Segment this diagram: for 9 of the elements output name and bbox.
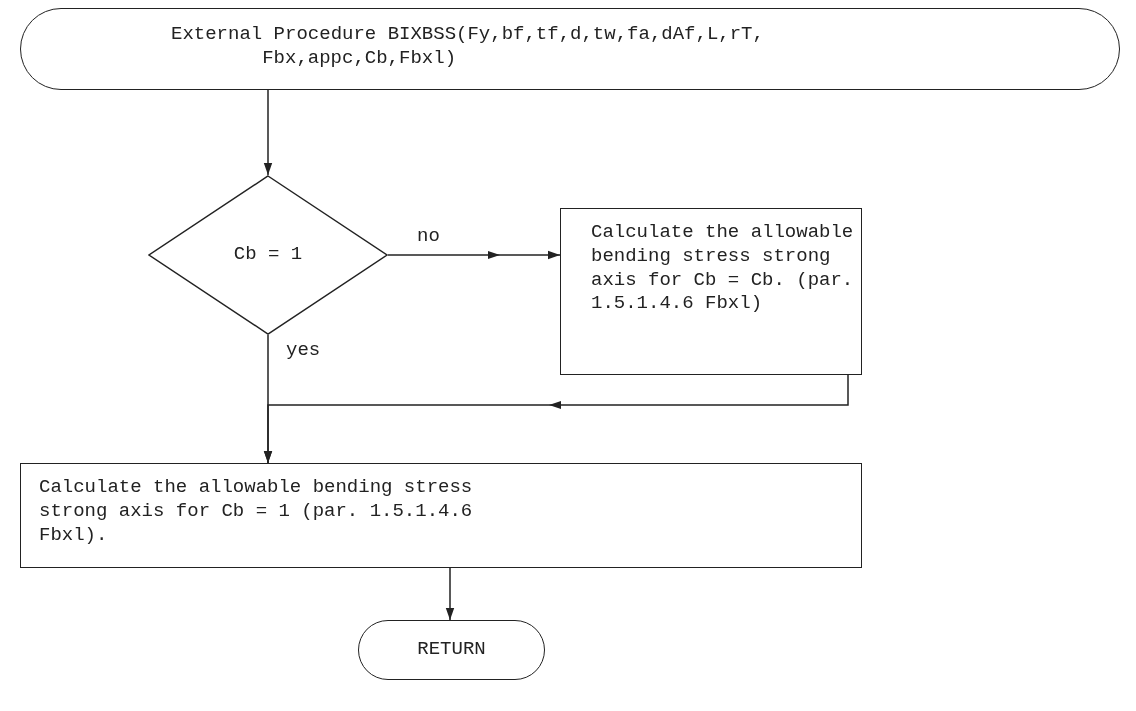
node-text: External Procedure BIXBSS(Fy,bf,tf,d,tw,fa,dAf,L,rT, Fbx,appc,Cb,Fbxl) [171,23,765,71]
decision-diamond [148,175,388,335]
end-terminal [358,620,545,680]
node-text: Calculate the allowable bending stress strong axis for Cb = Cb. (par. 1.5.1.4.6 Fbxl) [591,221,855,316]
process-box [560,208,862,375]
node-text: Calculate the allowable bending stress strong axis for Cb = 1 (par. 1.5.1.4.6 Fbxl). [39,476,474,548]
node-text: Cb = 1 [232,243,304,267]
node-text: RETURN [416,638,487,662]
process-box [20,463,862,568]
